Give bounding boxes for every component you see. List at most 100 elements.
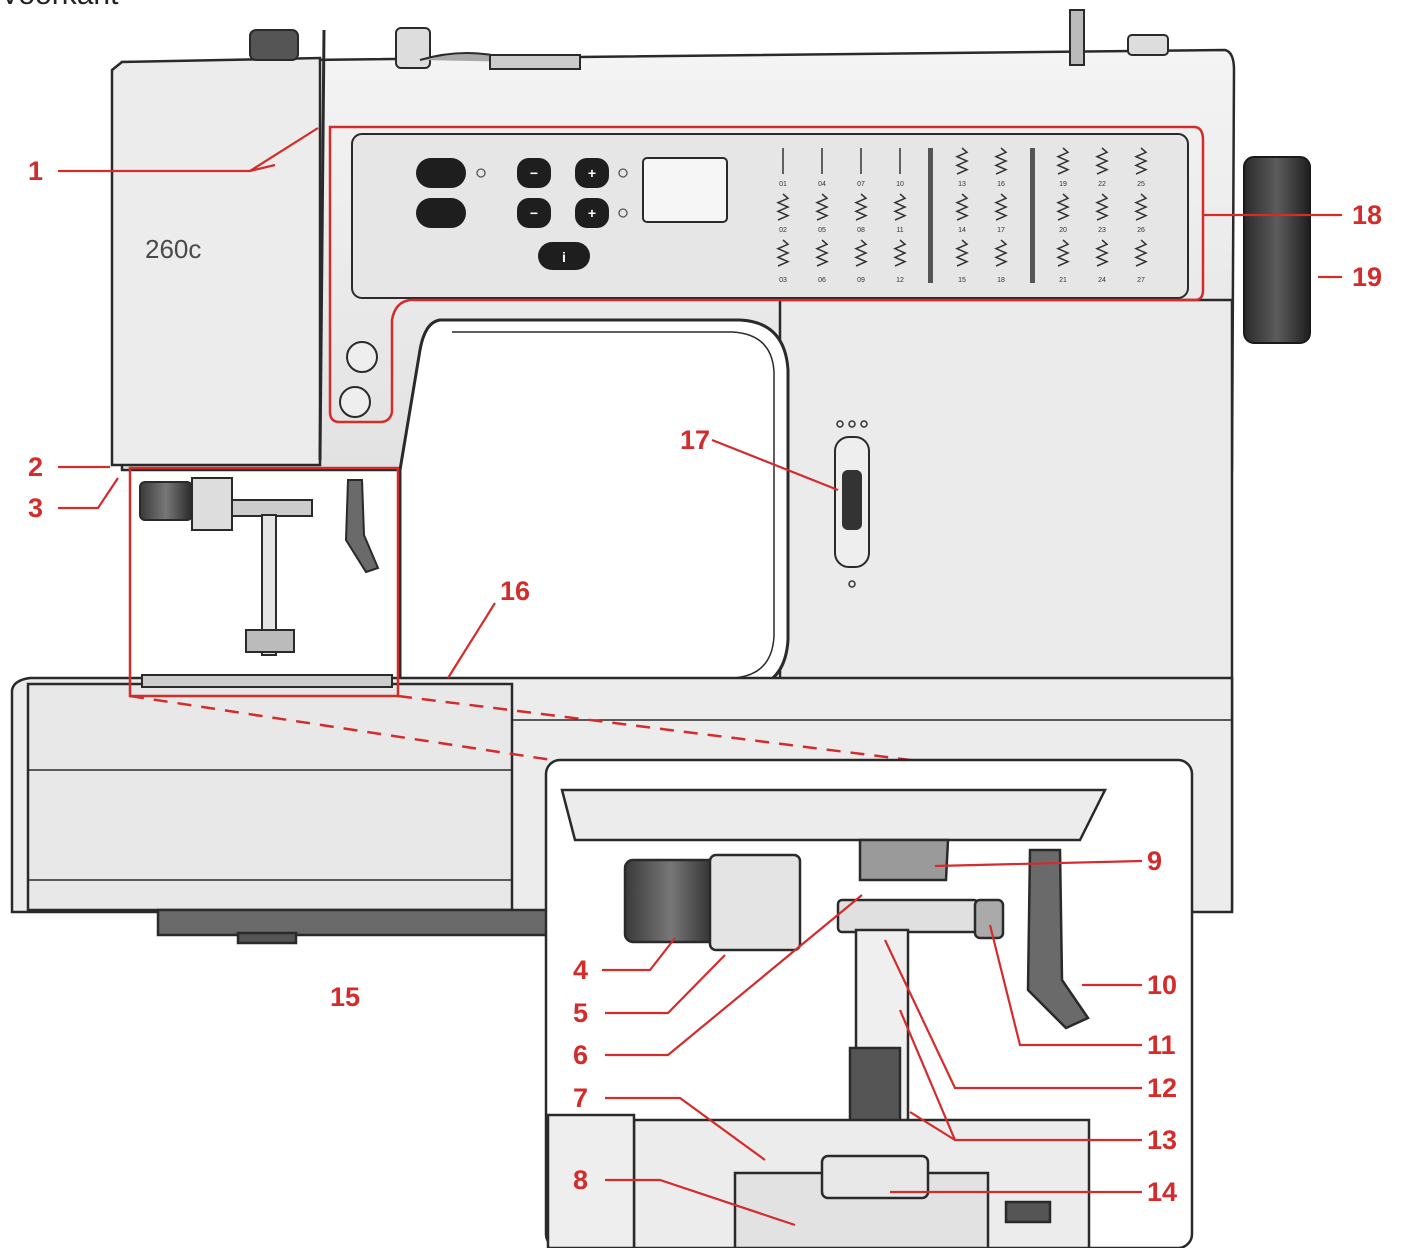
stitch-number-label: 19	[1059, 181, 1067, 188]
tie-off-button[interactable]	[416, 198, 466, 228]
callout-11: 11	[1147, 1030, 1176, 1060]
page-heading: Voorkant	[0, 0, 118, 12]
zoom-inset	[544, 758, 1194, 1248]
stitch-number-label: 16	[997, 181, 1005, 188]
callout-10: 10	[1147, 970, 1177, 1000]
needle-area-small	[139, 477, 393, 688]
thread-cutter	[1026, 848, 1090, 1030]
stitch-number-label: 01	[779, 181, 787, 188]
head-face	[110, 56, 322, 467]
panel-highlight	[328, 125, 1205, 424]
spool-pin-cap	[249, 29, 299, 61]
stitch-number-label: 17	[997, 227, 1005, 234]
callout-3: 3	[28, 493, 43, 523]
start-stop-button[interactable]	[346, 341, 378, 373]
callout-leader-lines	[58, 127, 1342, 1227]
stitch-icon	[815, 239, 829, 267]
arm-opening	[398, 318, 790, 692]
stitch-icon	[1056, 239, 1070, 267]
stitch-icon	[854, 239, 868, 267]
stitch-icon	[955, 239, 969, 267]
stitch-number-label: 23	[1098, 227, 1106, 234]
stitch-icon	[854, 193, 868, 221]
stitch-icon	[994, 147, 1008, 175]
stitch-icon	[1095, 147, 1109, 175]
stitch-number-label: 09	[857, 277, 865, 284]
stitch-number-label: 12	[896, 277, 904, 284]
callout-18: 18	[1352, 200, 1382, 230]
stitch-icon	[1095, 239, 1109, 267]
stitch-number-label: 07	[857, 181, 865, 188]
panel-buttons	[416, 158, 609, 270]
callout-17: 17	[680, 425, 710, 455]
stitch-number-label: 06	[818, 277, 826, 284]
plus-icon: +	[588, 205, 596, 221]
callout-13: 13	[1147, 1125, 1177, 1155]
callout-15: 15	[330, 982, 360, 1012]
callout-16: 16	[500, 576, 530, 606]
callout-labels: 1 2 3 4 5 6 7 8 9 10 11 12 13 14 15 16 1…	[28, 156, 1382, 1207]
stitch-width-plus-button[interactable]	[575, 158, 609, 188]
callout-9: 9	[1147, 846, 1162, 876]
stitch-number-label: 14	[958, 227, 966, 234]
stitch-icon	[1056, 193, 1070, 221]
needle-position-button[interactable]	[416, 158, 466, 188]
callout-8: 8	[573, 1165, 588, 1195]
stitch-number-label: 20	[1059, 227, 1067, 234]
stitch-number-label: 03	[779, 277, 787, 284]
stitch-icon	[1134, 239, 1148, 267]
model-name: 260c	[145, 234, 201, 264]
stitch-number-label: 18	[997, 277, 1005, 284]
zoom-source-box	[128, 466, 400, 698]
stitch-number-label: 24	[1098, 277, 1106, 284]
stitch-icon	[1134, 147, 1148, 175]
stitch-number-label: 13	[958, 181, 966, 188]
stitch-icon	[1056, 147, 1070, 175]
callout-6: 6	[573, 1040, 588, 1070]
callout-12: 12	[1147, 1073, 1177, 1103]
stitch-number-label: 15	[958, 277, 966, 284]
accessory-tray	[26, 682, 514, 912]
plus-icon: +	[588, 165, 596, 181]
stitch-number-label: 21	[1059, 277, 1067, 284]
stitch-number-label: 11	[896, 227, 903, 234]
stitch-icon	[955, 147, 969, 175]
stitch-number-label: 26	[1137, 227, 1145, 234]
info-button[interactable]	[538, 242, 590, 270]
stitch-number-label: 22	[1098, 181, 1106, 188]
display-screen	[642, 157, 728, 223]
handwheel[interactable]	[1243, 156, 1311, 344]
callout-5: 5	[573, 998, 588, 1028]
stitch-number-label: 05	[818, 227, 826, 234]
stitch-icon	[893, 193, 907, 221]
stitch-number-label: 25	[1137, 181, 1145, 188]
stitch-icon	[893, 239, 907, 267]
info-icon: i	[562, 249, 566, 265]
callout-1: 1	[28, 156, 43, 186]
stitch-number-labels: 0102030405060708091011121314151617181920…	[779, 181, 1145, 284]
stitch-number-label: 02	[779, 227, 787, 234]
callout-2: 2	[28, 452, 43, 482]
stitch-number-label: 08	[857, 227, 865, 234]
callout-14: 14	[1147, 1177, 1177, 1207]
callout-19: 19	[1352, 262, 1382, 292]
stitch-icon	[994, 239, 1008, 267]
top-details	[249, 9, 1169, 461]
callout-7: 7	[573, 1083, 588, 1113]
speed-slider[interactable]	[834, 420, 870, 588]
stitch-icon	[1095, 193, 1109, 221]
stitch-length-minus-button[interactable]	[517, 198, 551, 228]
stitch-icons	[776, 147, 1148, 267]
minus-icon: −	[530, 165, 538, 181]
stitch-width-minus-button[interactable]	[517, 158, 551, 188]
stitch-icon	[776, 193, 790, 221]
minus-icon: −	[530, 205, 538, 221]
callout-4: 4	[573, 955, 588, 985]
control-panel: − + − + i 010203040506070809101112131415…	[351, 133, 1189, 299]
stitch-number-label: 27	[1137, 277, 1145, 284]
presser-foot-lever	[623, 858, 719, 944]
stitch-number-label: 04	[818, 181, 826, 188]
stitch-length-plus-button[interactable]	[575, 198, 609, 228]
reverse-button[interactable]	[339, 386, 371, 418]
